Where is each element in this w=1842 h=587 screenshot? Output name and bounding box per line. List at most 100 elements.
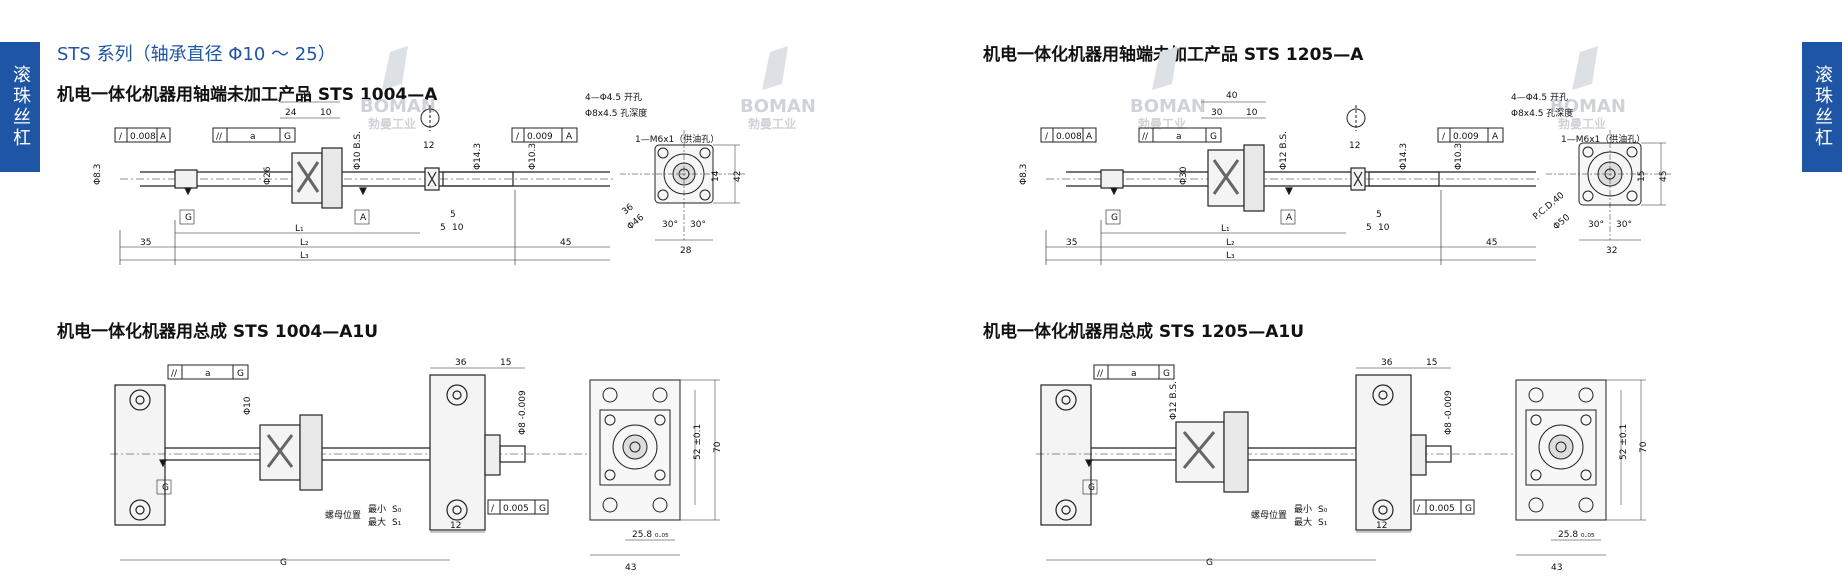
dimension-lines (1045, 101, 1536, 265)
watermark-cn: 勃曼工业 (1558, 116, 1606, 131)
svg-text:5: 5 (1366, 223, 1372, 233)
svg-text:L₂: L₂ (300, 238, 309, 248)
svg-text:45: 45 (560, 238, 571, 248)
watermark-cn: 勃曼工业 (748, 116, 796, 131)
svg-text:Φ26: Φ26 (263, 166, 273, 185)
left-top-title: 机电一体化机器用轴端未加工产品 STS 1004—A (57, 85, 438, 105)
side-tab-label: 滚珠丝杠 (10, 65, 31, 149)
svg-text:10: 10 (1246, 108, 1258, 118)
svg-text:G: G (1465, 504, 1472, 514)
svg-text:S₀: S₀ (392, 505, 402, 515)
svg-text:S₁: S₁ (1318, 518, 1328, 528)
svg-text:36: 36 (455, 358, 467, 368)
svg-text:最大: 最大 (368, 516, 386, 528)
svg-text:14: 14 (711, 170, 721, 182)
svg-text:a: a (1131, 369, 1137, 379)
svg-text:/: / (1045, 132, 1049, 142)
svg-text:L₂: L₂ (1226, 238, 1235, 248)
svg-text:A: A (160, 132, 167, 142)
svg-text://: // (1097, 369, 1104, 379)
watermarks-right: BOMAN 勃曼工业 BOMAN 勃曼工业 (1130, 46, 1626, 131)
svg-text:Φ10.3: Φ10.3 (1454, 143, 1464, 170)
svg-text:Φ12 B.S.: Φ12 B.S. (1279, 131, 1289, 170)
svg-text:/: / (119, 132, 123, 142)
svg-text:35: 35 (140, 238, 151, 248)
support-block-right (429, 374, 526, 531)
svg-text:10: 10 (1378, 223, 1390, 233)
svg-text:G: G (237, 369, 244, 379)
svg-text:G: G (1163, 369, 1170, 379)
svg-text:10: 10 (320, 108, 332, 118)
svg-text:34: 34 (300, 91, 312, 101)
watermarks-left: BOMAN 勃曼工业 BOMAN 勃曼工业 (360, 46, 816, 131)
svg-text:36: 36 (1381, 358, 1393, 368)
svg-text:0.008: 0.008 (130, 132, 156, 142)
svg-text:30°: 30° (1616, 220, 1632, 230)
svg-text:Φ8x4.5 孔深度: Φ8x4.5 孔深度 (1511, 107, 1573, 119)
svg-text:/: / (1417, 504, 1421, 514)
svg-text:L₃: L₃ (1226, 251, 1235, 261)
ball-nut (1175, 411, 1249, 493)
svg-text:5: 5 (440, 223, 446, 233)
svg-text:G: G (185, 213, 192, 223)
svg-text:35: 35 (1066, 238, 1077, 248)
svg-text://: // (216, 132, 223, 142)
svg-text:30°: 30° (662, 220, 678, 230)
watermark-cn: 勃曼工业 (368, 116, 416, 131)
svg-text:43: 43 (1551, 563, 1562, 573)
dimension-lines (119, 101, 610, 265)
fcf-runout-left: / 0.008 A (114, 127, 171, 143)
svg-text:S₁: S₁ (392, 518, 402, 528)
svg-text:0.009: 0.009 (1453, 132, 1479, 142)
block-end-view: 52 ±0.1 70 25.8 ₀.₀₅ 43 (1515, 379, 1649, 573)
svg-text:/: / (516, 132, 520, 142)
dimension-labels: Φ8.3 Φ12 B.S. Φ14.3 Φ10.3 40 30 10 5 5 1… (1019, 91, 1497, 261)
dimension-labels: Φ8.3 Φ10 B.S. Φ14.3 Φ10.3 34 24 10 5 5 1… (93, 91, 571, 261)
boman-logo: BOMAN 勃曼工业 (1130, 46, 1206, 131)
svg-text:52 ±0.1: 52 ±0.1 (1619, 424, 1629, 460)
svg-text:L₃: L₃ (300, 251, 309, 261)
svg-text:0.008: 0.008 (1056, 132, 1082, 142)
svg-text:70: 70 (713, 441, 723, 453)
svg-text:52 ±0.1: 52 ±0.1 (693, 424, 703, 460)
key-detail: 12 (1346, 105, 1366, 151)
series-title: STS 系列（轴承直径 Φ10 ～ 25） (57, 44, 336, 65)
fcf-parallel: // a G (1093, 364, 1175, 380)
right-bottom-title: 机电一体化机器用总成 STS 1205—A1U (983, 322, 1305, 342)
flange-end-view: 4—Φ4.5 开孔 Φ8x4.5 孔深度 1—M6x1（供油孔） 42 14 3… (585, 92, 745, 256)
svg-text:43: 43 (625, 563, 636, 573)
dimension-lines (1046, 367, 1451, 561)
svg-text:0.005: 0.005 (1429, 504, 1455, 514)
svg-text:A: A (566, 132, 573, 142)
svg-text:Φ12 B.S.: Φ12 B.S. (1169, 381, 1179, 420)
ball-nut (259, 414, 323, 491)
svg-text:15: 15 (1637, 171, 1647, 182)
svg-text:G: G (1111, 213, 1118, 223)
svg-text:30: 30 (1211, 108, 1223, 118)
svg-text:Φ8x4.5 孔深度: Φ8x4.5 孔深度 (585, 107, 647, 119)
support-block-left (1040, 384, 1092, 526)
svg-text:45: 45 (1659, 171, 1669, 182)
svg-text:最小: 最小 (368, 504, 386, 515)
svg-text:A: A (360, 213, 367, 223)
svg-text:Φ14.3: Φ14.3 (1399, 143, 1409, 170)
dimension-lines (120, 367, 525, 561)
svg-text:1—M6x1（供油孔）: 1—M6x1（供油孔） (635, 133, 719, 145)
svg-text:a: a (205, 369, 211, 379)
svg-text:/: / (1442, 132, 1446, 142)
svg-text:0.009: 0.009 (527, 132, 553, 142)
flange-end-view: 4—Φ4.5 开孔 Φ8x4.5 孔深度 1—M6x1（供油孔） 45 15 P… (1511, 92, 1671, 256)
svg-text:10: 10 (452, 223, 464, 233)
watermark-brand: BOMAN (740, 96, 816, 117)
key-detail: 12 (420, 105, 440, 151)
